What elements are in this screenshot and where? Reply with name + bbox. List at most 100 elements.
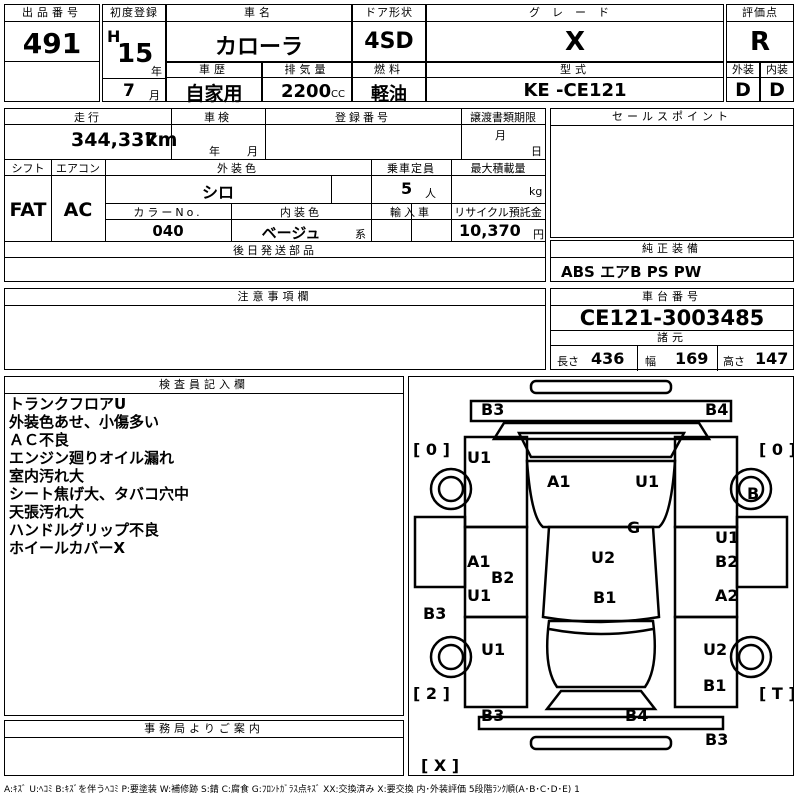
first-reg-box: 初度登録 H 15 年 7 月 [102, 4, 166, 102]
note-line: エンジン廻りオイル漏れ [9, 449, 175, 467]
office-label: 事務局よりご案内 [5, 721, 403, 738]
damage-mark: B3 [481, 706, 504, 725]
score: R [749, 27, 771, 57]
reg-year: 15 [117, 39, 154, 69]
fuel-label: 燃料 [353, 63, 425, 78]
damage-mark: U1 [467, 448, 491, 467]
width-label: 幅 [645, 355, 656, 368]
history-label: 車歴 [167, 63, 261, 78]
chassis-label: 車台番号 [551, 289, 793, 306]
damage-mark: U2 [591, 548, 615, 567]
damage-mark: U1 [467, 586, 491, 605]
height-label: 高さ [723, 355, 745, 368]
history-box: 車歴 自家用 [166, 62, 262, 105]
length-label: 長さ [557, 355, 579, 368]
specs-box: 諸元 長さ 436 幅 169 高さ 147 [550, 330, 794, 371]
cc-unit: CC [331, 89, 345, 100]
shift: FAT [9, 199, 47, 221]
damage-mark: B4 [625, 706, 648, 725]
color-label: 外装色 [217, 162, 259, 175]
car-name: カローラ [214, 35, 303, 60]
info-block: 走行 車検 登録番号 譲渡書類期限 344,337 km 年 月 月 日 シフト… [4, 108, 546, 282]
ext-grade: D [735, 79, 751, 101]
damage-mark: A1 [547, 472, 571, 491]
damage-mark: A2 [715, 586, 739, 605]
name-label: 車名 [167, 5, 351, 22]
damage-mark: B1 [703, 676, 726, 695]
tire-fr: [ 0 ] [759, 440, 793, 459]
name-box: 車名 カローラ [166, 4, 352, 62]
door-box: ドア形状 4SD [352, 4, 426, 62]
lot-box: 出品番号 491 [4, 4, 100, 102]
color-no: 040 [152, 222, 184, 240]
grade: X [564, 27, 586, 57]
cc-label: 排気量 [263, 63, 351, 78]
note-line: シート焦げ大、タバコ穴中 [9, 485, 190, 503]
note-line: 外装色あせ、小傷多い [9, 413, 160, 431]
reg-label: 登録番号 [335, 111, 391, 124]
damage-mark: A1 [467, 552, 491, 571]
notes-label: 注意事項欄 [5, 289, 545, 306]
recycle: 10,370 [459, 221, 521, 240]
recycle-unit: 円 [533, 228, 544, 241]
damage-mark: B [747, 484, 759, 503]
interior: ベージュ [261, 224, 321, 242]
fuel-box: 燃料 軽油 [352, 62, 426, 105]
chassis-box: 車台番号 CE121-3003485 [550, 288, 794, 332]
legend: A:ｷｽﾞ U:ﾍｺﾐ B:ｷｽﾞを伴うﾍｺﾐ P:要塗装 W:補修跡 S:錆 … [4, 785, 580, 795]
interior-label: 内装色 [280, 206, 322, 219]
year-unit: 年 [151, 65, 162, 78]
damage-mark: B3 [481, 400, 504, 419]
mileage-unit: km [145, 129, 178, 151]
capacity-unit: 人 [425, 187, 436, 200]
inspector-notes: トランクフロアU 外装色あせ、小傷多い ＡＣ不良 エンジン廻りオイル漏れ 室内汚… [9, 395, 189, 557]
damage-mark: B2 [715, 552, 738, 571]
note-line: ハンドルグリップ不良 [9, 521, 160, 539]
int-grade: D [769, 79, 785, 101]
mileage-label: 走行 [74, 111, 102, 124]
int-box: 内装 D [760, 62, 794, 102]
import-label: 輸入車 [390, 206, 432, 219]
load-label: 最大積載量 [470, 162, 526, 175]
damage-mark: U2 [703, 640, 727, 659]
door-type: 4SD [364, 29, 414, 54]
color-no-label: カラーNo. [133, 206, 203, 219]
first-reg-label: 初度登録 [103, 5, 165, 22]
ac-label: エアコン [56, 162, 100, 175]
sales-point-label: セールスポイント [551, 109, 793, 126]
damage-mark: B4 [705, 400, 728, 419]
displacement: 2200 [281, 81, 332, 102]
insp-month-unit: 月 [247, 145, 258, 158]
inspection-label: 車検 [204, 111, 232, 124]
score-label: 評価点 [727, 5, 793, 22]
capacity: 5 [401, 179, 413, 198]
interior-unit: 系 [355, 228, 366, 241]
damage-mark: B2 [491, 568, 514, 587]
ext-label: 外装 [727, 63, 759, 78]
era: H [107, 27, 121, 46]
grade-box: グレード X [426, 4, 724, 62]
transfer-day-unit: 日 [531, 145, 542, 158]
insp-year-unit: 年 [209, 145, 220, 158]
cc-box: 排気量 2200 CC [262, 62, 352, 102]
height: 147 [755, 349, 789, 368]
ext-box: 外装 D [726, 62, 760, 102]
grade-label: グレード [427, 5, 723, 22]
office-box: 事務局よりご案内 [4, 720, 404, 776]
ac: AC [63, 199, 93, 221]
tire-fl: [ 0 ] [413, 440, 450, 459]
door-label: ドア形状 [353, 5, 425, 22]
lot-number: 491 [22, 27, 82, 60]
equipment-label: 純正装備 [551, 241, 793, 258]
notes-box: 注意事項欄 [4, 288, 546, 370]
damage-mark: B3 [423, 604, 446, 623]
recycle-label: リサイクル預託金 [454, 206, 542, 219]
score-box: 評価点 R [726, 4, 794, 62]
mileage: 344,337 [71, 129, 158, 151]
later-label: 後日発送部品 [233, 244, 317, 257]
note-line: 天張汚れ大 [9, 503, 85, 521]
history: 自家用 [185, 83, 243, 105]
